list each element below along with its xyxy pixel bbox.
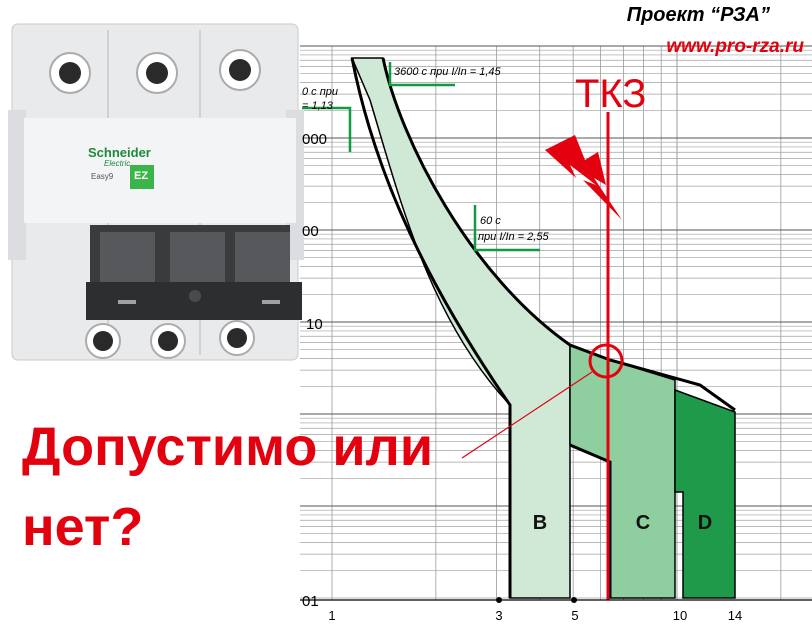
- project-title: Проект “РЗА”: [626, 4, 770, 26]
- y-label-100: 00: [302, 223, 319, 240]
- question-line-2: нет?: [22, 497, 144, 557]
- annotation-113-line2: = 1,13: [302, 100, 333, 112]
- question-line-1: Допустимо или: [22, 417, 434, 477]
- upper-trip-curve: [381, 57, 736, 412]
- y-label-10: 10: [306, 316, 323, 333]
- zone-label-d: D: [697, 512, 713, 534]
- breaker-brand-sub: Electric: [104, 159, 131, 168]
- bracket-60: [473, 205, 540, 252]
- x-label-10: 10: [672, 608, 688, 623]
- annotation-3600: 3600 с при I/In = 1,45: [394, 66, 501, 78]
- zone-label-b: B: [532, 512, 548, 534]
- bracket-3600: [388, 62, 455, 87]
- x-label-1: 1: [328, 608, 336, 623]
- intersection-circle: [588, 343, 624, 379]
- annotation-60-line1: 60 с: [480, 215, 501, 227]
- annotation-113-line1: 0 с при: [302, 86, 339, 98]
- zone-d-band: [674, 388, 736, 599]
- fault-label: ТКЗ: [575, 72, 647, 116]
- annotation-60-line2: при I/In = 2,55: [478, 231, 549, 243]
- y-label-001: 01: [302, 593, 319, 610]
- zone-c-band: [569, 343, 676, 599]
- lower-trip-curve: [350, 57, 612, 598]
- breaker-brand: Schneider: [88, 145, 151, 160]
- breaker-logo: EZ: [134, 170, 149, 182]
- circuit-breaker-image: [8, 23, 304, 361]
- chart-grid: [300, 45, 812, 600]
- zone-label-c: C: [635, 512, 651, 534]
- x-label-3: 3: [495, 608, 503, 623]
- breaker-series: Easy9: [91, 172, 114, 181]
- pointer-line: [461, 371, 593, 459]
- bracket-113: [302, 106, 352, 152]
- y-label-1000: 000: [302, 131, 328, 148]
- lightning-icon: [545, 135, 622, 220]
- site-link[interactable]: www.pro-rza.ru: [666, 36, 804, 57]
- x-label-5: 5: [571, 608, 579, 623]
- x-label-14: 14: [727, 608, 743, 623]
